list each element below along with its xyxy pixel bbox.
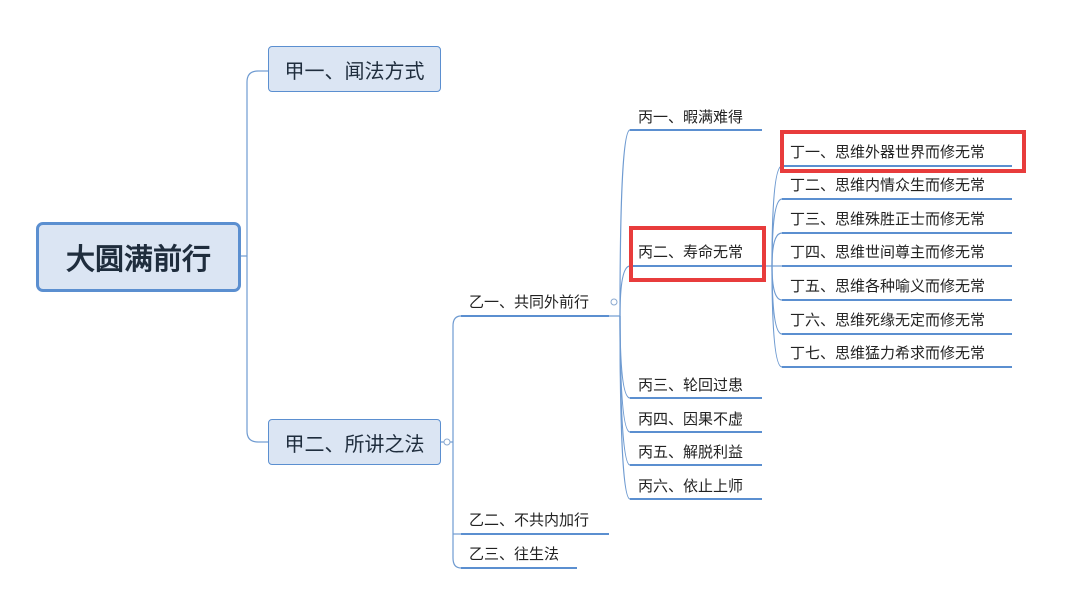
node-bing1[interactable]: 丙一、暇满难得 bbox=[638, 108, 744, 126]
connector-bing2 bbox=[619, 265, 631, 317]
node-jia2[interactable]: 甲二、所讲之法 bbox=[268, 419, 441, 465]
node-bing4[interactable]: 丙四、因果不虚 bbox=[638, 410, 744, 428]
node-bing2[interactable]: 丙二、寿命无常 bbox=[638, 243, 744, 261]
root-node[interactable]: 大圆满前行 bbox=[36, 222, 241, 292]
node-yi3[interactable]: 乙三、往生法 bbox=[469, 545, 560, 563]
node-bing5[interactable]: 丙五、解脱利益 bbox=[638, 443, 744, 461]
node-ding2[interactable]: 丁二、思维内情众生而修无常 bbox=[790, 176, 986, 194]
connector-ding5 bbox=[771, 265, 783, 301]
node-yi1[interactable]: 乙一、共同外前行 bbox=[469, 293, 590, 311]
connector-bing-spine bbox=[619, 129, 631, 500]
highlight-box-ding1 bbox=[780, 130, 1026, 173]
connector-root-spine bbox=[246, 70, 259, 443]
node-bing6[interactable]: 丙六、依止上师 bbox=[638, 477, 744, 495]
connector-yi-spine bbox=[452, 315, 462, 569]
node-ding1[interactable]: 丁一、思维外器世界而修无常 bbox=[790, 143, 986, 161]
node-ding7[interactable]: 丁七、思维猛力希求而修无常 bbox=[790, 344, 986, 362]
highlight-box-bing2 bbox=[629, 226, 766, 282]
connector-ding3 bbox=[771, 232, 783, 267]
connector-ding6 bbox=[771, 265, 783, 335]
node-ding3[interactable]: 丁三、思维殊胜正士而修无常 bbox=[790, 210, 986, 228]
connector-bing5 bbox=[619, 315, 631, 466]
node-ding4[interactable]: 丁四、思维世间尊主而修无常 bbox=[790, 243, 986, 261]
collapse-toggle-icon bbox=[610, 298, 618, 306]
node-jia1[interactable]: 甲一、闻法方式 bbox=[268, 46, 441, 92]
node-ding5[interactable]: 丁五、思维各种喻义而修无常 bbox=[790, 277, 986, 295]
collapse-toggle-icon bbox=[443, 438, 451, 446]
node-bing3[interactable]: 丙三、轮回过患 bbox=[638, 376, 744, 394]
node-ding6[interactable]: 丁六、思维死缘无定而修无常 bbox=[790, 311, 986, 329]
node-yi2[interactable]: 乙二、不共内加行 bbox=[469, 511, 590, 529]
